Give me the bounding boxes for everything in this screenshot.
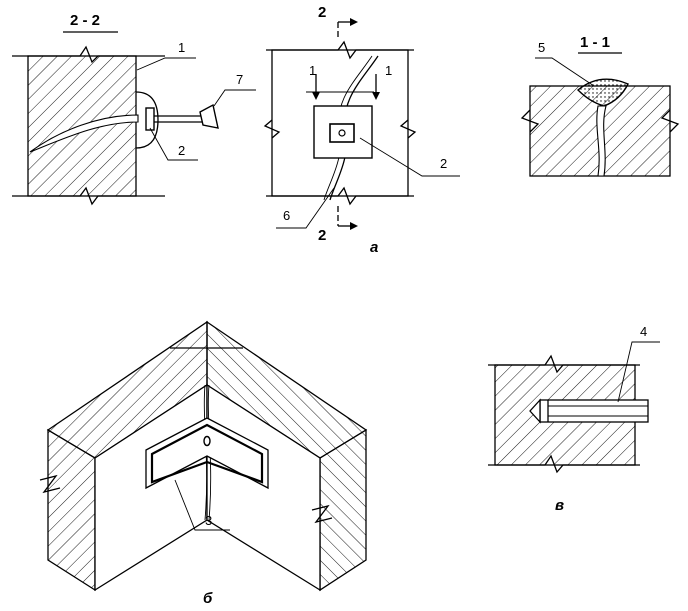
caption-b: б xyxy=(203,590,213,607)
borehole xyxy=(539,399,649,423)
callout-2b: 2 xyxy=(440,156,447,171)
callout-3: 3 xyxy=(205,513,212,528)
angle-bracket-outer xyxy=(145,417,269,490)
callout-6: 6 xyxy=(283,208,290,223)
wall-plan-outline xyxy=(271,49,409,197)
corner-break-right xyxy=(311,504,333,524)
drill-break-top xyxy=(488,354,640,374)
crack-section xyxy=(596,105,607,177)
callout-7: 7 xyxy=(236,72,243,87)
cut-mark-top-2: 2 xyxy=(318,4,326,21)
arrowhead-1-right xyxy=(372,92,380,100)
leader-1 xyxy=(136,57,196,71)
sealant-fill xyxy=(576,78,629,107)
arrowhead-1-left xyxy=(312,92,320,100)
break-mark-top xyxy=(12,45,165,64)
callout-4: 4 xyxy=(640,324,647,339)
leader-4 xyxy=(617,341,660,403)
cut-mark-right-1: 1 xyxy=(385,63,392,78)
break-mark-bottom xyxy=(12,186,165,206)
caption-v: в xyxy=(555,497,564,514)
section-2-2-view: 2 - 2 1 7 2 xyxy=(12,12,256,206)
hose-connector xyxy=(199,103,219,129)
nipple-hole xyxy=(338,129,346,137)
angle-bracket-inner xyxy=(150,423,264,484)
corner-left-face xyxy=(47,428,96,592)
leader-2b xyxy=(359,137,460,177)
drill-break-bottom xyxy=(488,454,640,474)
section-1-1-title: 1 - 1 xyxy=(580,34,610,51)
leader-5 xyxy=(535,57,595,87)
corner-break-left xyxy=(39,474,61,494)
plan-break-left xyxy=(263,119,281,139)
drill-tip xyxy=(529,398,541,424)
plan-break-bottom xyxy=(266,186,414,206)
crack xyxy=(29,114,139,153)
leader-6 xyxy=(276,187,335,229)
leader-7 xyxy=(213,89,256,107)
corner-right-face xyxy=(319,428,367,592)
drill-view-v: 4 в xyxy=(488,324,660,514)
cut-mark-left-1: 1 xyxy=(309,63,316,78)
arrowhead-top xyxy=(350,18,358,26)
section-2-2-title: 2 - 2 xyxy=(70,12,100,29)
callout-5: 5 xyxy=(538,40,545,55)
callout-1: 1 xyxy=(178,40,185,55)
leader-2a xyxy=(149,127,198,161)
slab-break-right xyxy=(660,109,680,133)
arrowhead-bottom xyxy=(350,222,358,230)
corner-view-b: 3 б xyxy=(39,320,368,607)
slab-break-left xyxy=(520,109,540,133)
caption-a: а xyxy=(370,239,378,256)
section-1-1-view: 1 - 1 5 xyxy=(520,34,680,177)
injection-nipple xyxy=(145,107,155,131)
plan-view-a: 2 2 1 1 2 6 а xyxy=(263,4,460,256)
plan-break-right xyxy=(399,119,417,139)
plan-break-top xyxy=(266,40,414,60)
leader-3 xyxy=(174,479,230,531)
cut-mark-bottom-2: 2 xyxy=(318,227,326,244)
bracket-hole xyxy=(203,435,211,447)
callout-2a: 2 xyxy=(178,143,185,158)
sealing-cap xyxy=(135,91,159,149)
